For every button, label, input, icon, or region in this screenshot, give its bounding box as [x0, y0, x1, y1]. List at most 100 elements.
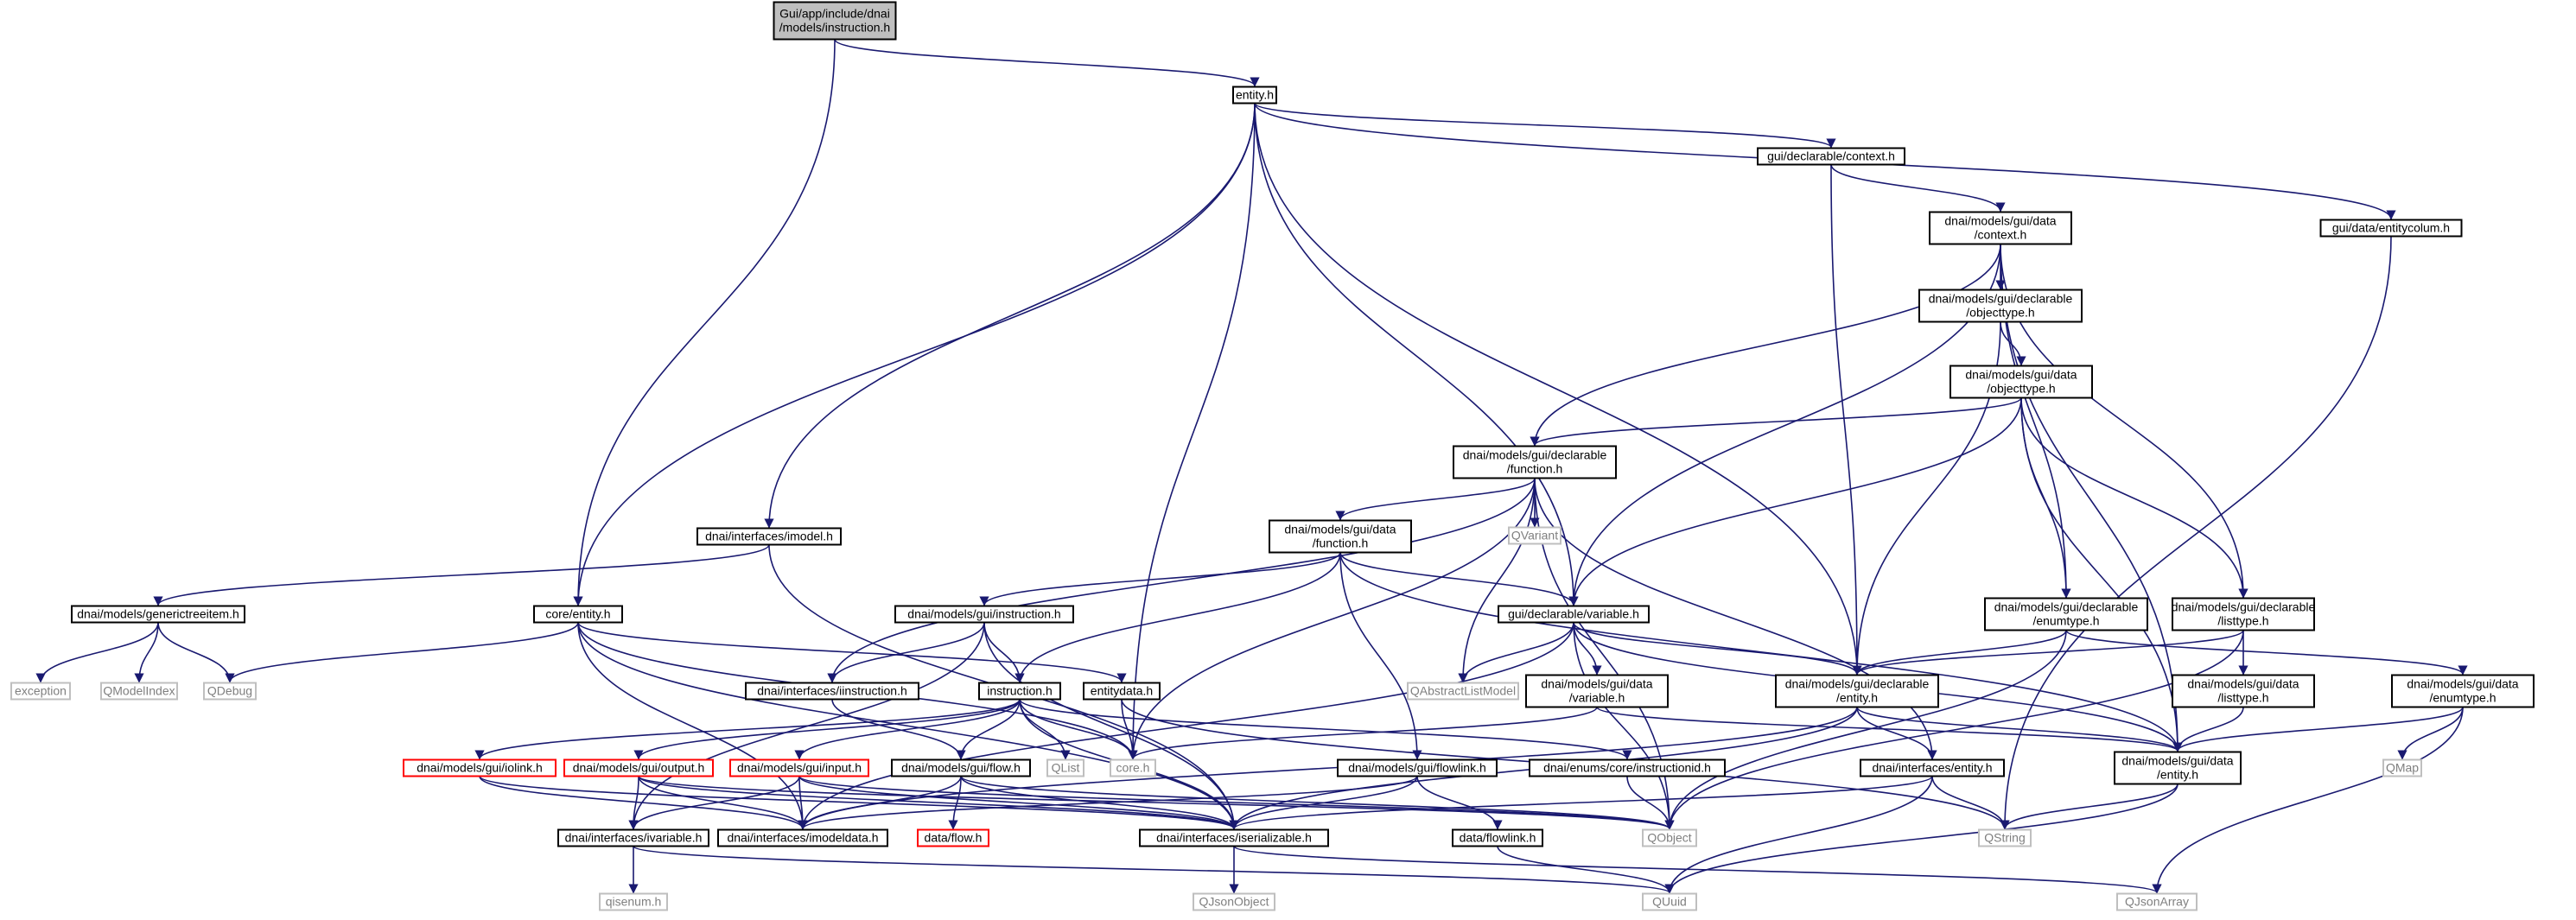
node-core-h[interactable]: core.h	[1110, 758, 1156, 777]
node-data-entity[interactable]: dnai/models/gui/data/entity.h	[2114, 751, 2242, 785]
node-label: dnai/models/gui/declarable	[1994, 600, 2139, 614]
node-iinstruction[interactable]: dnai/interfaces/iinstruction.h	[745, 682, 919, 701]
node-box	[1337, 758, 1498, 777]
node-data-variable[interactable]: dnai/models/gui/data/variable.h	[1525, 674, 1669, 708]
node-qisenum[interactable]: qisenum.h	[599, 892, 668, 911]
node-data-flow[interactable]: data/flow.h	[917, 828, 989, 847]
node-instructionid[interactable]: dnai/enums/core/instructionid.h	[1529, 758, 1726, 777]
edge-flowlink_h-to-data_flowlink	[1416, 776, 1503, 830]
node-decl-enumtype[interactable]: dnai/models/gui/declarable/enumtype.h	[1984, 597, 2148, 631]
node-root[interactable]: Gui/app/include/dnai/models/instruction.…	[773, 1, 897, 41]
node-flow-h[interactable]: dnai/models/gui/flow.h	[891, 758, 1031, 777]
node-label: entity.h	[1236, 88, 1274, 102]
node-box	[1046, 758, 1084, 777]
node-qobject[interactable]: QObject	[1642, 828, 1697, 847]
node-imodel[interactable]: dnai/interfaces/imodel.h	[696, 527, 842, 546]
node-instruction-h[interactable]: instruction.h	[978, 682, 1061, 701]
node-qstring[interactable]: QString	[1978, 828, 2032, 847]
edge-generictreeitem-to-exception	[35, 622, 159, 683]
node-label: dnai/interfaces/imodeldata.h	[727, 831, 878, 845]
edge-input_h-to-ivariable	[628, 776, 800, 830]
node-box	[100, 682, 178, 701]
node-input-h[interactable]: dnai/models/gui/input.h	[729, 758, 869, 777]
node-exception[interactable]: exception	[10, 682, 71, 701]
node-qdebug[interactable]: QDebug	[203, 682, 257, 701]
node-data-flowlink[interactable]: data/flowlink.h	[1452, 828, 1543, 847]
edge-gui_decl_variable-to-decl_entity	[1573, 622, 1862, 676]
node-label: /variable.h	[1569, 691, 1625, 705]
node-label: dnai/models/gui/flow.h	[901, 761, 1021, 775]
node-box	[403, 758, 557, 777]
edge-data_function-to-flowlink_h	[1339, 552, 1422, 760]
node-flowlink-h[interactable]: dnai/models/gui/flowlink.h	[1337, 758, 1498, 777]
edge-data_objecttype-to-decl_function	[1530, 397, 2022, 447]
node-box	[1110, 758, 1156, 777]
node-box	[10, 682, 71, 701]
node-qjsonobject[interactable]: QJsonObject	[1193, 892, 1275, 911]
node-data-listtype[interactable]: dnai/models/gui/data/listtype.h	[2172, 674, 2315, 708]
node-generictreeitem[interactable]: dnai/models/generictreeitem.h	[71, 605, 245, 624]
node-imodeldata[interactable]: dnai/interfaces/imodeldata.h	[717, 828, 888, 847]
edge-output_h-to-iserializable	[638, 775, 1239, 830]
node-label: dnai/models/gui/iolink.h	[417, 761, 543, 775]
edge-flow_h-to-qobject	[960, 775, 1675, 830]
node-label: dnai/enums/core/instructionid.h	[1543, 761, 1711, 775]
node-gui-data-entitycolum[interactable]: gui/data/entitycolum.h	[2319, 219, 2463, 238]
node-data-objecttype[interactable]: dnai/models/gui/data/objecttype.h	[1949, 365, 2093, 399]
node-gui-decl-context[interactable]: gui/declarable/context.h	[1757, 147, 1905, 166]
node-label: gui/declarable/variable.h	[1508, 607, 1639, 621]
node-decl-objecttype[interactable]: dnai/models/gui/declarable/objecttype.h	[1918, 289, 2083, 323]
node-entitydata-h[interactable]: entitydata.h	[1083, 682, 1161, 701]
node-box	[2172, 674, 2315, 708]
node-entity-h[interactable]: entity.h	[1232, 86, 1277, 105]
node-qvariant[interactable]: QVariant	[1508, 526, 1562, 545]
node-label: dnai/models/gui/data	[2187, 677, 2299, 691]
node-label: dnai/models/gui/input.h	[737, 761, 862, 775]
node-label: /entity.h	[1836, 691, 1878, 705]
node-decl-function[interactable]: dnai/models/gui/declarable/function.h	[1453, 445, 1617, 479]
node-quuid[interactable]: QUuid	[1642, 892, 1697, 911]
node-label: /enumtype.h	[2429, 691, 2496, 705]
node-label: dnai/models/gui/declarable	[2172, 600, 2316, 614]
edge-decl_function-to-iinstruction	[827, 478, 1536, 683]
node-box	[1984, 597, 2148, 631]
edge-data_enumtype-to-qjsonarray	[2152, 707, 2464, 894]
node-core-entity-h[interactable]: core/entity.h	[533, 605, 623, 624]
node-box	[773, 1, 897, 41]
edge-input_h-to-iserializable	[798, 776, 1239, 830]
node-decl-listtype[interactable]: dnai/models/gui/declarable/listtype.h	[2172, 597, 2316, 631]
node-data-function[interactable]: dnai/models/gui/data/function.h	[1269, 519, 1412, 554]
node-data-enumtype[interactable]: dnai/models/gui/data/enumtype.h	[2391, 674, 2535, 708]
node-qmodelindex[interactable]: QModelIndex	[100, 682, 178, 701]
node-gui-instruction[interactable]: dnai/models/gui/instruction.h	[894, 605, 1074, 624]
node-box	[1508, 526, 1562, 545]
node-label: QMap	[2386, 761, 2419, 775]
edge-data_function-to-gui_decl_variable	[1339, 552, 1579, 606]
node-iserializable[interactable]: dnai/interfaces/iserializable.h	[1139, 828, 1329, 847]
node-data-context[interactable]: dnai/models/gui/data/context.h	[1929, 211, 2072, 245]
node-label: dnai/models/gui/data	[2121, 754, 2233, 768]
node-box	[917, 828, 989, 847]
node-label: qisenum.h	[606, 895, 662, 909]
node-decl-entity[interactable]: dnai/models/gui/declarable/entity.h	[1775, 674, 1939, 708]
edge-instruction_h-to-instructionid	[1019, 699, 1632, 760]
node-qlist[interactable]: QList	[1046, 758, 1084, 777]
node-gui-decl-variable[interactable]: gui/declarable/variable.h	[1498, 605, 1650, 624]
node-qabstractlistmodel[interactable]: QAbstractListModel	[1407, 682, 1519, 701]
node-ivariable[interactable]: dnai/interfaces/ivariable.h	[557, 828, 709, 847]
edge-data_function-to-data_entity	[1339, 552, 2183, 752]
node-box	[2172, 597, 2315, 631]
node-qjsonarray[interactable]: QJsonArray	[2116, 892, 2198, 911]
node-interfaces-entity[interactable]: dnai/interfaces/entity.h	[1860, 758, 2005, 777]
node-box	[1642, 828, 1697, 847]
edge-decl_entity-to-interfaces_entity	[1856, 707, 1937, 760]
node-label: QString	[1984, 831, 2025, 845]
node-box	[557, 828, 709, 847]
edge-instruction_h-to-flow_h	[956, 699, 1021, 760]
node-box	[978, 682, 1061, 701]
node-qmap[interactable]: QMap	[2382, 758, 2422, 777]
node-iolink[interactable]: dnai/models/gui/iolink.h	[403, 758, 557, 777]
node-output-h[interactable]: dnai/models/gui/output.h	[563, 758, 714, 777]
node-label: QJsonArray	[2125, 895, 2189, 909]
edge-iserializable-to-qjsonarray	[1233, 845, 2162, 894]
